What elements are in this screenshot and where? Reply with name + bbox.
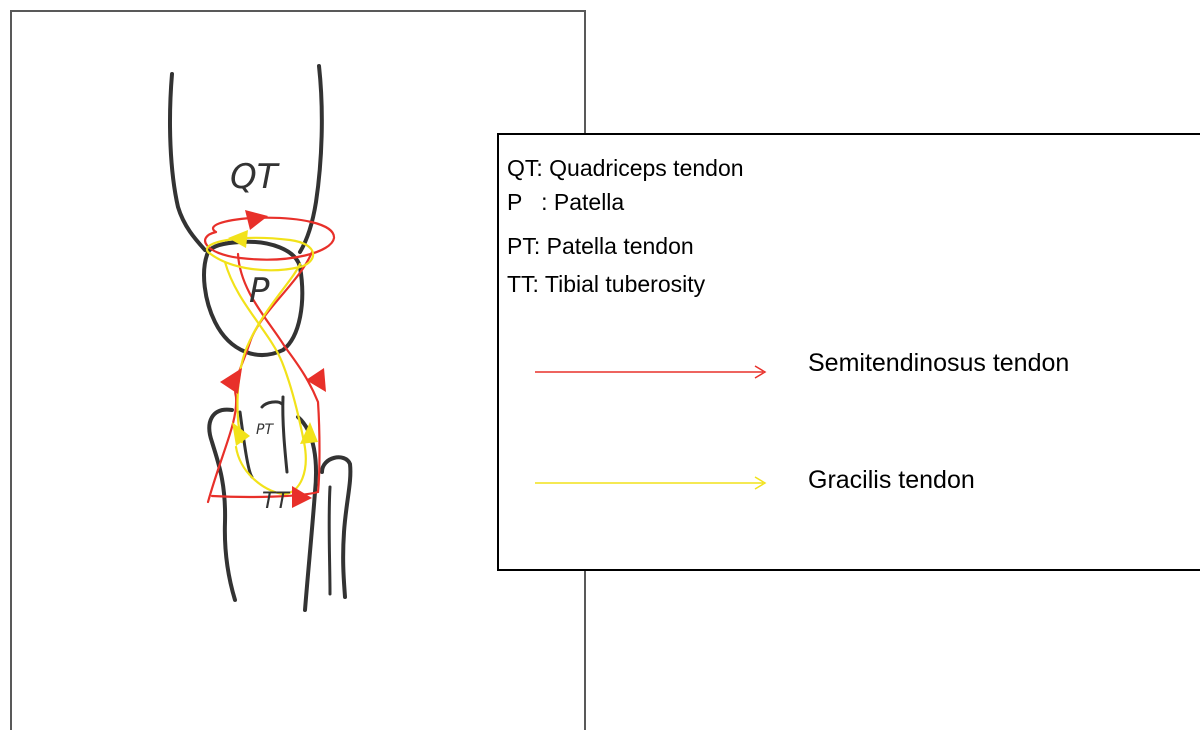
yellow-arrowhead-top — [228, 230, 248, 248]
abbreviation-tt: TT: Tibial tuberosity — [507, 273, 705, 296]
tibia-right-outline — [298, 417, 316, 610]
sketch-label-qt: QT — [230, 157, 280, 197]
abbreviation-p: P : Patella — [507, 191, 624, 214]
red-arrowhead-top — [245, 210, 268, 230]
sketch-label-p: P — [249, 271, 270, 311]
fibula-outline — [322, 457, 350, 597]
patella-tendon-left — [240, 412, 252, 477]
legend-box: QT: Quadriceps tendon P : Patella PT: Pa… — [497, 133, 1200, 571]
gracilis-legend-arrow — [535, 475, 769, 491]
patella-tendon-mid — [262, 402, 282, 407]
red-arrowhead-bottom — [292, 486, 312, 508]
semitendinosus-legend-label: Semitendinosus tendon — [808, 351, 1069, 376]
sketch-label-tt: TT — [262, 489, 290, 514]
red-arrowhead-right — [306, 368, 326, 392]
patella-tendon-right — [283, 397, 287, 472]
thigh-left-outline — [170, 74, 205, 250]
tibia-left-outline — [209, 410, 235, 600]
semitendinosus-legend-arrow — [535, 364, 769, 380]
sketch-label-pt: PT — [256, 422, 274, 438]
gracilis-legend-label: Gracilis tendon — [808, 468, 975, 493]
fibula-inner — [329, 487, 330, 594]
abbreviation-qt: QT: Quadriceps tendon — [507, 157, 744, 180]
abbreviation-pt: PT: Patella tendon — [507, 235, 694, 258]
